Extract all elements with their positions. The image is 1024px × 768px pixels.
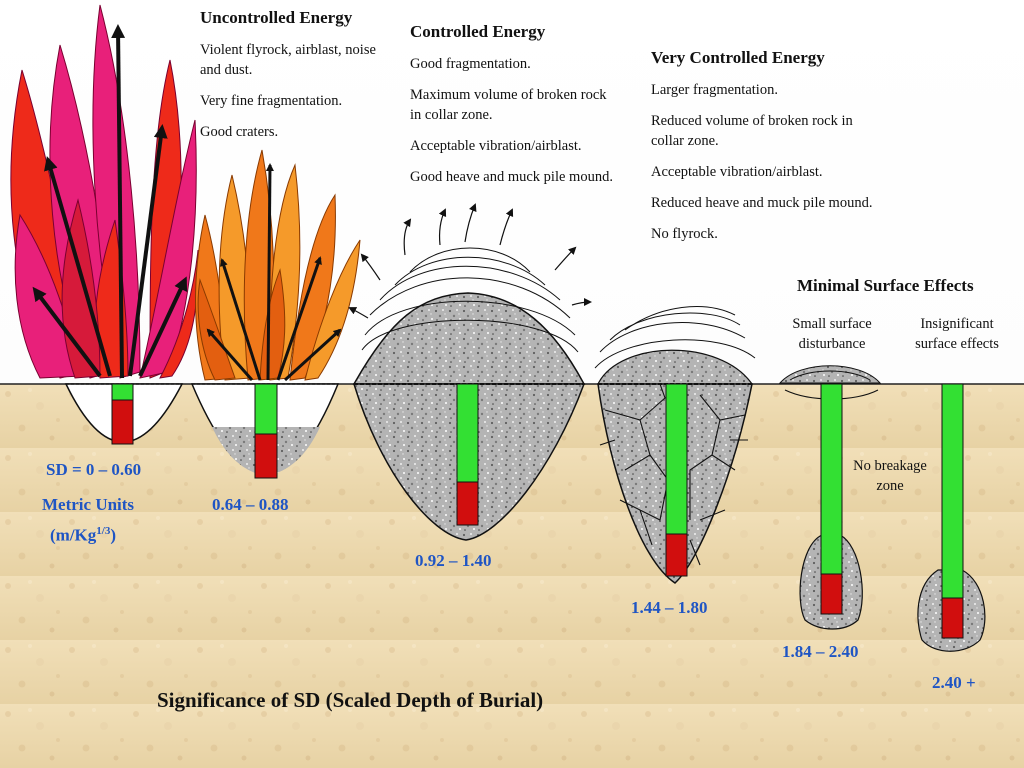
hole-4-stemming bbox=[665, 383, 688, 535]
sd-range-5: 1.84 – 2.40 bbox=[782, 642, 859, 661]
col1-line-1: Violent flyrock, airblast, noise and dus… bbox=[200, 42, 376, 78]
diagram-title: Significance of SD (Scaled Depth of Buri… bbox=[157, 688, 544, 712]
col2-line-4: Good heave and muck pile mound. bbox=[410, 169, 613, 185]
sd-range-2: 0.64 – 0.88 bbox=[212, 495, 289, 514]
hole-4-explosive bbox=[665, 533, 688, 577]
col3-line-5: No flyrock. bbox=[651, 226, 718, 242]
hole-3-explosive bbox=[456, 481, 479, 526]
crater-2-flames bbox=[195, 149, 361, 382]
col3-line-2: Reduced volume of broken rock in collar … bbox=[651, 113, 853, 149]
hole-2-stemming bbox=[254, 383, 278, 435]
col2-line-3: Acceptable vibration/airblast. bbox=[410, 138, 582, 154]
uncontrolled-energy-block: Uncontrolled Energy Violent flyrock, air… bbox=[200, 8, 380, 153]
sd-range-6: 2.40 + bbox=[932, 673, 976, 692]
col3-line-1: Larger fragmentation. bbox=[651, 82, 778, 98]
controlled-energy-heading: Controlled Energy bbox=[410, 22, 546, 41]
col2-line-1: Good fragmentation. bbox=[410, 56, 531, 72]
units-close-paren: ) bbox=[110, 525, 117, 545]
col3-line-3: Acceptable vibration/airblast. bbox=[651, 164, 823, 180]
no-breakage-zone-label: No breakage zone bbox=[853, 458, 927, 494]
units-value-text: (m/Kg bbox=[50, 525, 97, 545]
insignificant-surface-effects-label: Insignificant surface effects bbox=[915, 316, 999, 352]
col2-line-2: Maximum volume of broken rock in collar … bbox=[410, 87, 607, 123]
hole-5-explosive bbox=[820, 573, 843, 615]
units-exponent: 1/3 bbox=[96, 525, 111, 537]
col3-line-4: Reduced heave and muck pile mound. bbox=[651, 195, 873, 211]
col1-line-2: Very fine fragmentation. bbox=[200, 93, 343, 109]
hole-6-explosive bbox=[941, 597, 964, 639]
hole-5-stemming bbox=[820, 383, 843, 575]
hole-6-stemming bbox=[941, 383, 964, 599]
very-controlled-energy-heading: Very Controlled Energy bbox=[651, 48, 825, 67]
hole-3-stemming bbox=[456, 383, 479, 483]
metric-units-label: Metric Units bbox=[42, 495, 135, 514]
very-controlled-energy-block: Very Controlled Energy Larger fragmentat… bbox=[651, 48, 876, 255]
metric-units-value: (m/Kg1/3) bbox=[50, 525, 116, 546]
col1-line-3: Good craters. bbox=[200, 124, 279, 140]
sd-range-4: 1.44 – 1.80 bbox=[631, 598, 708, 617]
sd-range-1: SD = 0 – 0.60 bbox=[46, 460, 142, 479]
controlled-energy-block: Controlled Energy Good fragmentation. Ma… bbox=[410, 22, 620, 198]
hole-1-explosive bbox=[111, 399, 134, 445]
hole-1-stemming bbox=[111, 383, 134, 401]
sd-range-3: 0.92 – 1.40 bbox=[415, 551, 492, 570]
minimal-surface-effects-heading: Minimal Surface Effects bbox=[797, 276, 974, 295]
hole-2-explosive bbox=[254, 433, 278, 479]
crater-1-flames bbox=[10, 4, 199, 379]
small-surface-disturbance-label: Small surface disturbance bbox=[792, 316, 872, 352]
uncontrolled-energy-heading: Uncontrolled Energy bbox=[200, 8, 353, 27]
